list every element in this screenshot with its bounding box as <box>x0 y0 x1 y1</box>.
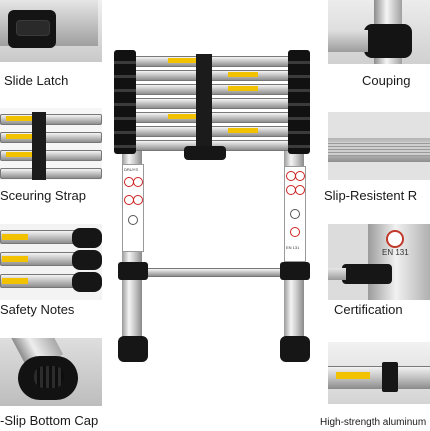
end-cap-icon <box>72 250 102 270</box>
slide-latch-thumbnail <box>0 0 102 62</box>
rung-warning-sticker <box>228 128 258 133</box>
rung <box>122 56 304 67</box>
ribbed-tread-icon <box>328 142 430 156</box>
strap-rung <box>0 114 102 125</box>
carry-handle-icon <box>184 146 226 160</box>
telescopic-ladder: DRUYS EN 131 <box>108 40 326 370</box>
caption-securing-strap: Sceuring Strap <box>0 188 86 203</box>
left-coupling-stack <box>114 50 136 154</box>
cert-badge-icon <box>386 230 404 248</box>
safety-note-sticker <box>2 278 28 284</box>
coupling-icon <box>364 24 412 58</box>
cert-coupling-icon <box>342 264 392 284</box>
brand-mark: DRUYS <box>124 167 139 172</box>
rung-warning-sticker <box>228 72 258 77</box>
aluminum-rung <box>328 366 430 389</box>
rung-warning-sticker <box>228 86 258 91</box>
coupling-rung <box>328 30 368 52</box>
lower-rung <box>132 268 296 277</box>
slip-resistant-thumbnail <box>328 112 430 180</box>
caption-slide-latch: Slide Latch <box>4 73 69 88</box>
warning-pictogram-icon <box>133 195 143 205</box>
right-foot-cap-icon <box>280 336 310 362</box>
rung <box>122 126 304 137</box>
cert-standard-text: EN 131 <box>382 248 409 257</box>
end-cap-icon <box>72 272 102 292</box>
strap-rung <box>0 132 102 143</box>
safety-note-sticker <box>2 234 28 240</box>
strap-rung <box>0 150 102 161</box>
warning-sticker <box>336 372 370 379</box>
securing-strap-thumbnail <box>0 108 102 180</box>
cert-rung <box>328 268 346 280</box>
securing-strap-icon <box>32 112 46 180</box>
right-lower-coupling <box>280 262 310 280</box>
standard-mark: EN 131 <box>286 245 300 250</box>
end-cap-icon <box>72 228 102 248</box>
rung-warning-sticker <box>168 114 202 119</box>
couping-thumbnail <box>328 0 430 64</box>
left-lower-coupling <box>118 262 148 280</box>
left-foot-cap-icon <box>118 336 148 362</box>
aluminum-thumbnail <box>328 342 430 404</box>
left-rail-safety-label: DRUYS <box>122 164 144 252</box>
caption-certification: Certification <box>334 302 403 317</box>
rung-bracket-icon <box>382 362 398 392</box>
strap-rung <box>0 168 102 179</box>
latch-grip <box>16 20 50 36</box>
caption-bottom-cap: -Slip Bottom Cap <box>0 413 99 428</box>
warning-pictogram-icon <box>295 171 305 181</box>
caption-aluminum: High-strength aluminum <box>320 417 427 428</box>
warning-pictogram-icon <box>128 215 138 225</box>
warning-pictogram-icon <box>295 185 305 195</box>
rung <box>122 84 304 95</box>
rung-warning-sticker <box>168 58 202 63</box>
warning-pictogram-icon <box>133 177 143 187</box>
safety-notes-thumbnail <box>0 224 102 300</box>
bottom-cap-thumbnail <box>0 338 102 406</box>
right-rail-safety-label: EN 131 <box>284 166 306 262</box>
caption-slip-resistant: Slip-Resistent R <box>324 188 418 203</box>
caption-safety-notes: Safety Notes <box>0 302 75 317</box>
certification-thumbnail: EN 131 <box>328 224 430 300</box>
safety-note-sticker <box>2 256 28 262</box>
warning-pictogram-icon <box>290 209 300 219</box>
right-coupling-stack <box>288 50 310 154</box>
securing-strap <box>196 54 212 154</box>
rung <box>122 98 304 109</box>
cap-tread <box>34 366 64 388</box>
rung <box>122 112 304 123</box>
warning-pictogram-icon <box>290 227 300 237</box>
rung <box>122 70 304 81</box>
caption-couping: Couping <box>362 73 411 88</box>
